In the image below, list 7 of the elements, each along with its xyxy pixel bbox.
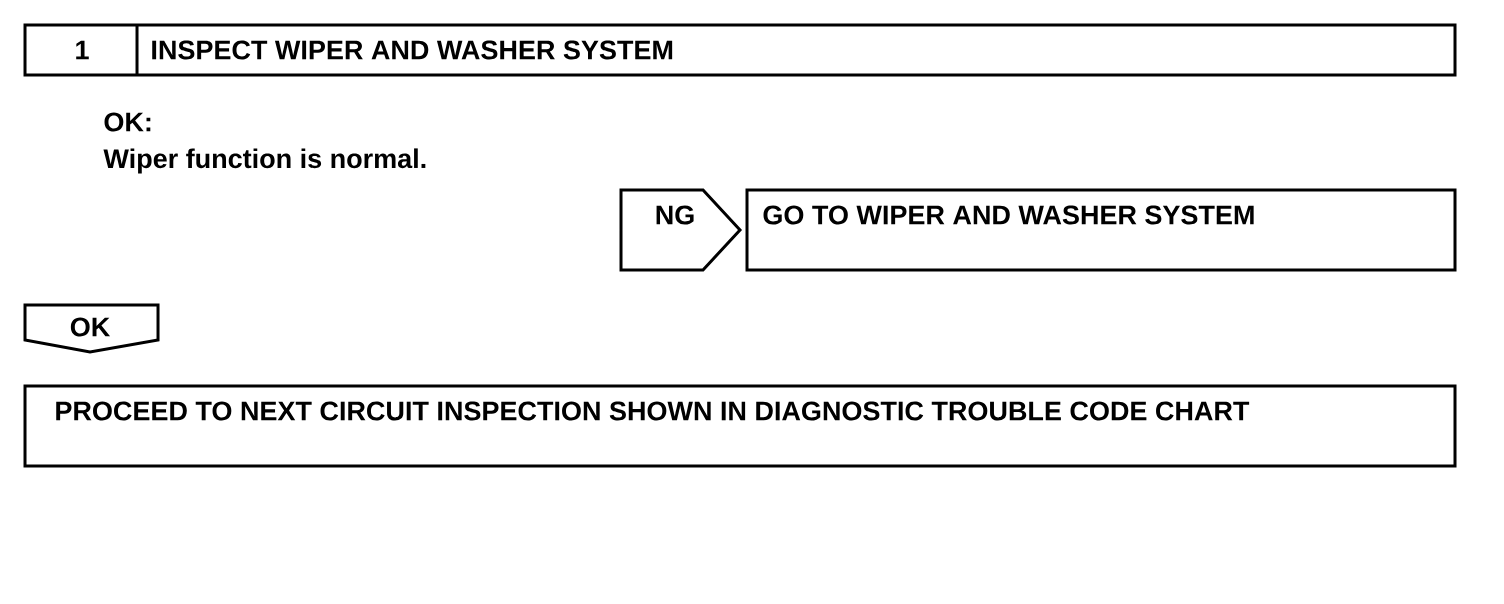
step-header-box: 1 INSPECT WIPER AND WASHER SYSTEM [23,23,1457,77]
action-box: GO TO WIPER AND WASHER SYSTEM [745,188,1457,272]
branch-tag: OK [23,303,160,354]
branch-tag: NG [619,188,743,272]
action-box: PROCEED TO NEXT CIRCUIT INSPECTION SHOWN IN DIAGNOSTIC TROUBLE CODE CHART [23,384,1457,468]
note-text: Wiper function is normal. [103,148,426,174]
note-text: OK: [104,112,151,132]
